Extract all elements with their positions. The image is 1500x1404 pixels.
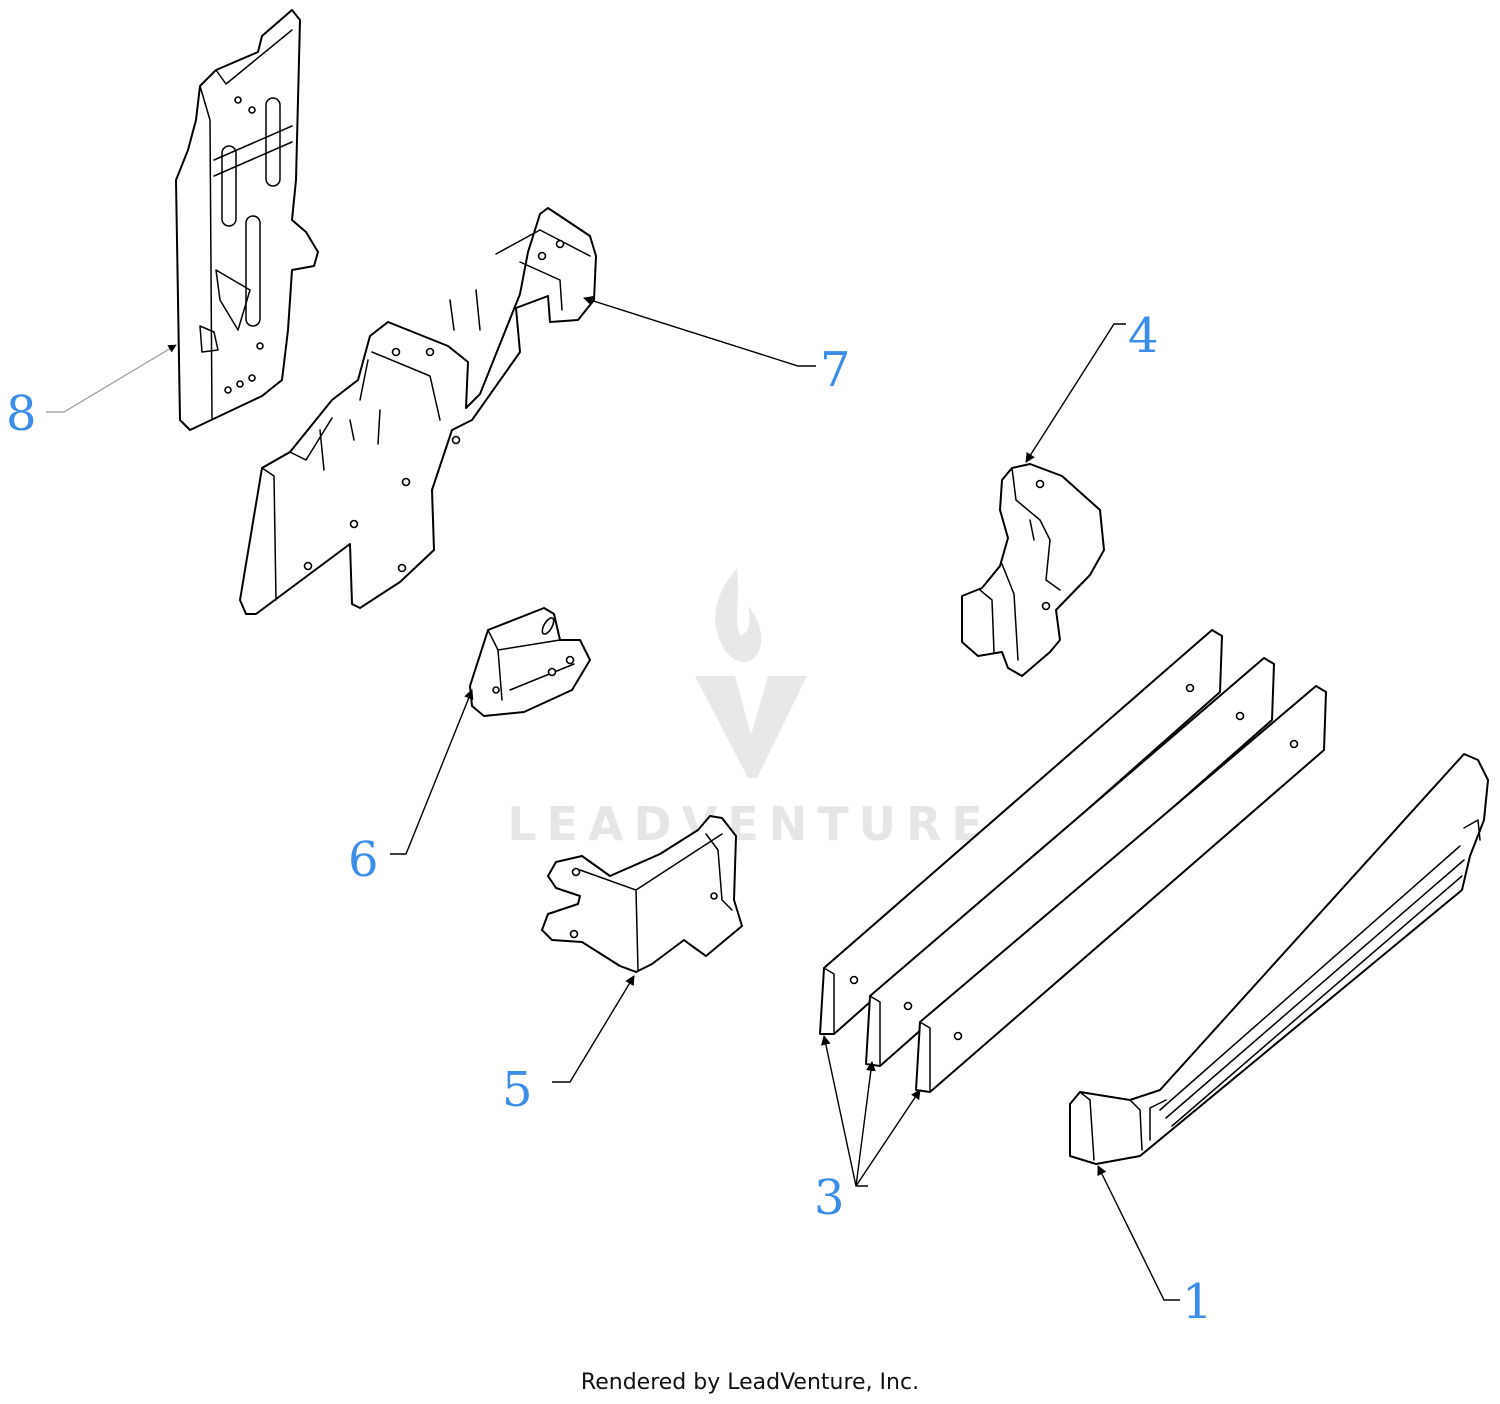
leader-5 bbox=[552, 975, 635, 1083]
leader-3a bbox=[821, 1035, 868, 1187]
leader-3c bbox=[855, 1089, 921, 1187]
part-6-small-bracket bbox=[469, 607, 591, 717]
part-7-bracket-plate bbox=[239, 207, 597, 615]
leader-6 bbox=[390, 689, 474, 855]
callout-7[interactable]: 7 bbox=[820, 342, 851, 398]
callout-6[interactable]: 6 bbox=[348, 832, 379, 888]
callout-4[interactable]: 4 bbox=[1128, 308, 1159, 364]
callout-8[interactable]: 8 bbox=[6, 386, 37, 442]
callout-1[interactable]: 1 bbox=[1182, 1274, 1213, 1330]
leader-8 bbox=[46, 344, 177, 413]
leader-4 bbox=[1025, 323, 1126, 463]
v-logo-icon bbox=[695, 676, 807, 778]
part-5-u-bracket bbox=[541, 815, 743, 973]
leader-1 bbox=[1097, 1165, 1180, 1301]
part-1-bumper bbox=[1069, 753, 1489, 1165]
leader-7 bbox=[583, 296, 816, 367]
flame-icon bbox=[715, 568, 762, 663]
part-8-plate bbox=[175, 9, 319, 431]
watermark-logo: LEADVENTURE bbox=[507, 568, 993, 851]
part-4-hook-bracket bbox=[961, 463, 1105, 677]
render-credit: Rendered by LeadVenture, Inc. bbox=[580, 1370, 920, 1395]
leader-3b bbox=[855, 1061, 876, 1187]
callout-3[interactable]: 3 bbox=[814, 1170, 845, 1226]
callout-5[interactable]: 5 bbox=[502, 1062, 533, 1118]
leader-lines bbox=[46, 296, 1180, 1301]
callout-labels: 8 7 4 6 5 3 1 bbox=[6, 308, 1213, 1330]
part-3-flat-bars bbox=[819, 629, 1327, 1093]
watermark-text: LEADVENTURE bbox=[507, 797, 993, 851]
